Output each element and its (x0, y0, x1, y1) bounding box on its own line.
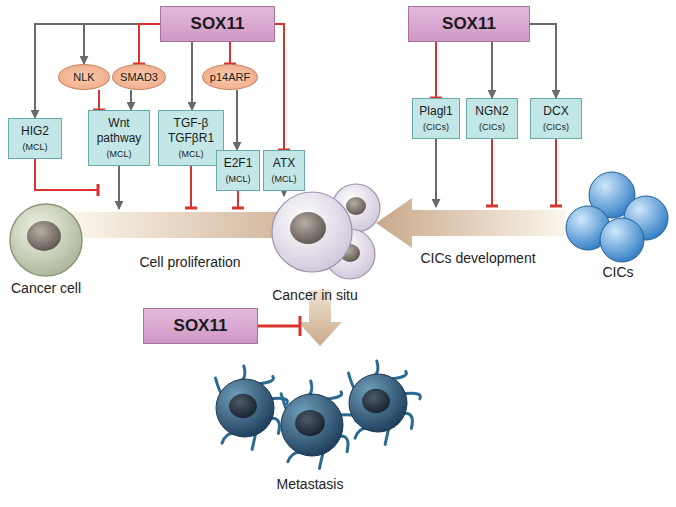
node-label: TGF-β TGFβR1 (162, 116, 220, 146)
cell-type-note: (CICs) (534, 121, 578, 133)
leader-line (190, 166, 192, 208)
node-label: Wnt pathway (92, 116, 146, 146)
cic-cells (566, 172, 668, 262)
gene-box: SOX11 (408, 6, 530, 42)
target-box: HIG2 (MCL) (8, 118, 62, 159)
target-box: NGN2 (CICs) (466, 98, 518, 139)
gene-box: SOX11 (143, 308, 258, 344)
cell-type-note: (MCL) (162, 148, 220, 160)
activation-arrow (191, 42, 193, 110)
node-label: p14ARF (205, 70, 255, 84)
inhibition-line (435, 42, 437, 98)
leader-line (118, 166, 120, 209)
target-box: ATX (MCL) (263, 150, 305, 191)
leader-line (491, 139, 493, 206)
figure-label: Cell proliferation (100, 254, 280, 271)
activation-arrow (236, 90, 238, 150)
cell-type-note: (MCL) (267, 173, 301, 185)
mediator-oval: NLK (58, 64, 110, 90)
target-box: Plagl1 (CICs) (412, 98, 460, 139)
figure-label: Cancer in situ (250, 287, 380, 304)
cell-type-note: (MCL) (12, 141, 58, 153)
cancer-in-situ-cells (272, 184, 380, 279)
node-label: HIG2 (12, 124, 58, 139)
target-box: TGF-β TGFβR1 (MCL) (158, 110, 224, 166)
figure-label: CICs development (398, 250, 558, 267)
node-label: E2F1 (220, 156, 256, 171)
cell-type-note: (MCL) (220, 173, 256, 185)
activation-arrow (130, 90, 132, 110)
target-box: E2F1 (MCL) (216, 150, 260, 191)
node-label: Plagl1 (416, 104, 456, 119)
node-label: SOX11 (413, 13, 525, 35)
node-label: NLK (61, 70, 107, 84)
node-label: DCX (534, 104, 578, 119)
inhibition-line (229, 42, 231, 64)
node-label: SOX11 (148, 315, 253, 337)
metastatic-cells (215, 361, 420, 468)
mediator-oval: SMAD3 (112, 64, 166, 90)
leader-line (283, 191, 285, 196)
leader-line (555, 139, 557, 206)
gene-box: SOX11 (160, 6, 275, 42)
inhibition-line (275, 24, 284, 150)
node-label: SOX11 (165, 13, 270, 35)
mediator-oval: p14ARF (202, 64, 258, 90)
target-box: Wnt pathway (MCL) (88, 110, 150, 166)
node-label: ATX (267, 156, 301, 171)
target-box: DCX (CICs) (530, 98, 582, 139)
leader-line (435, 139, 437, 207)
cell-type-note: (CICs) (470, 121, 514, 133)
cancer-cell (10, 204, 82, 276)
activation-arrow (84, 24, 160, 64)
figure-label: Metastasis (255, 476, 365, 493)
activation-arrow (491, 42, 493, 98)
node-label: SMAD3 (115, 70, 163, 84)
activation-arrow (530, 24, 556, 98)
node-label: NGN2 (470, 104, 514, 119)
figure-label: CICs (588, 264, 648, 281)
leader-line (237, 191, 239, 208)
inhibition-line (139, 24, 160, 64)
cell-type-note: (CICs) (416, 121, 456, 133)
cell-type-note: (MCL) (92, 148, 146, 160)
inhibition-line (98, 90, 100, 110)
figure-label: Cancer cell (6, 280, 86, 297)
